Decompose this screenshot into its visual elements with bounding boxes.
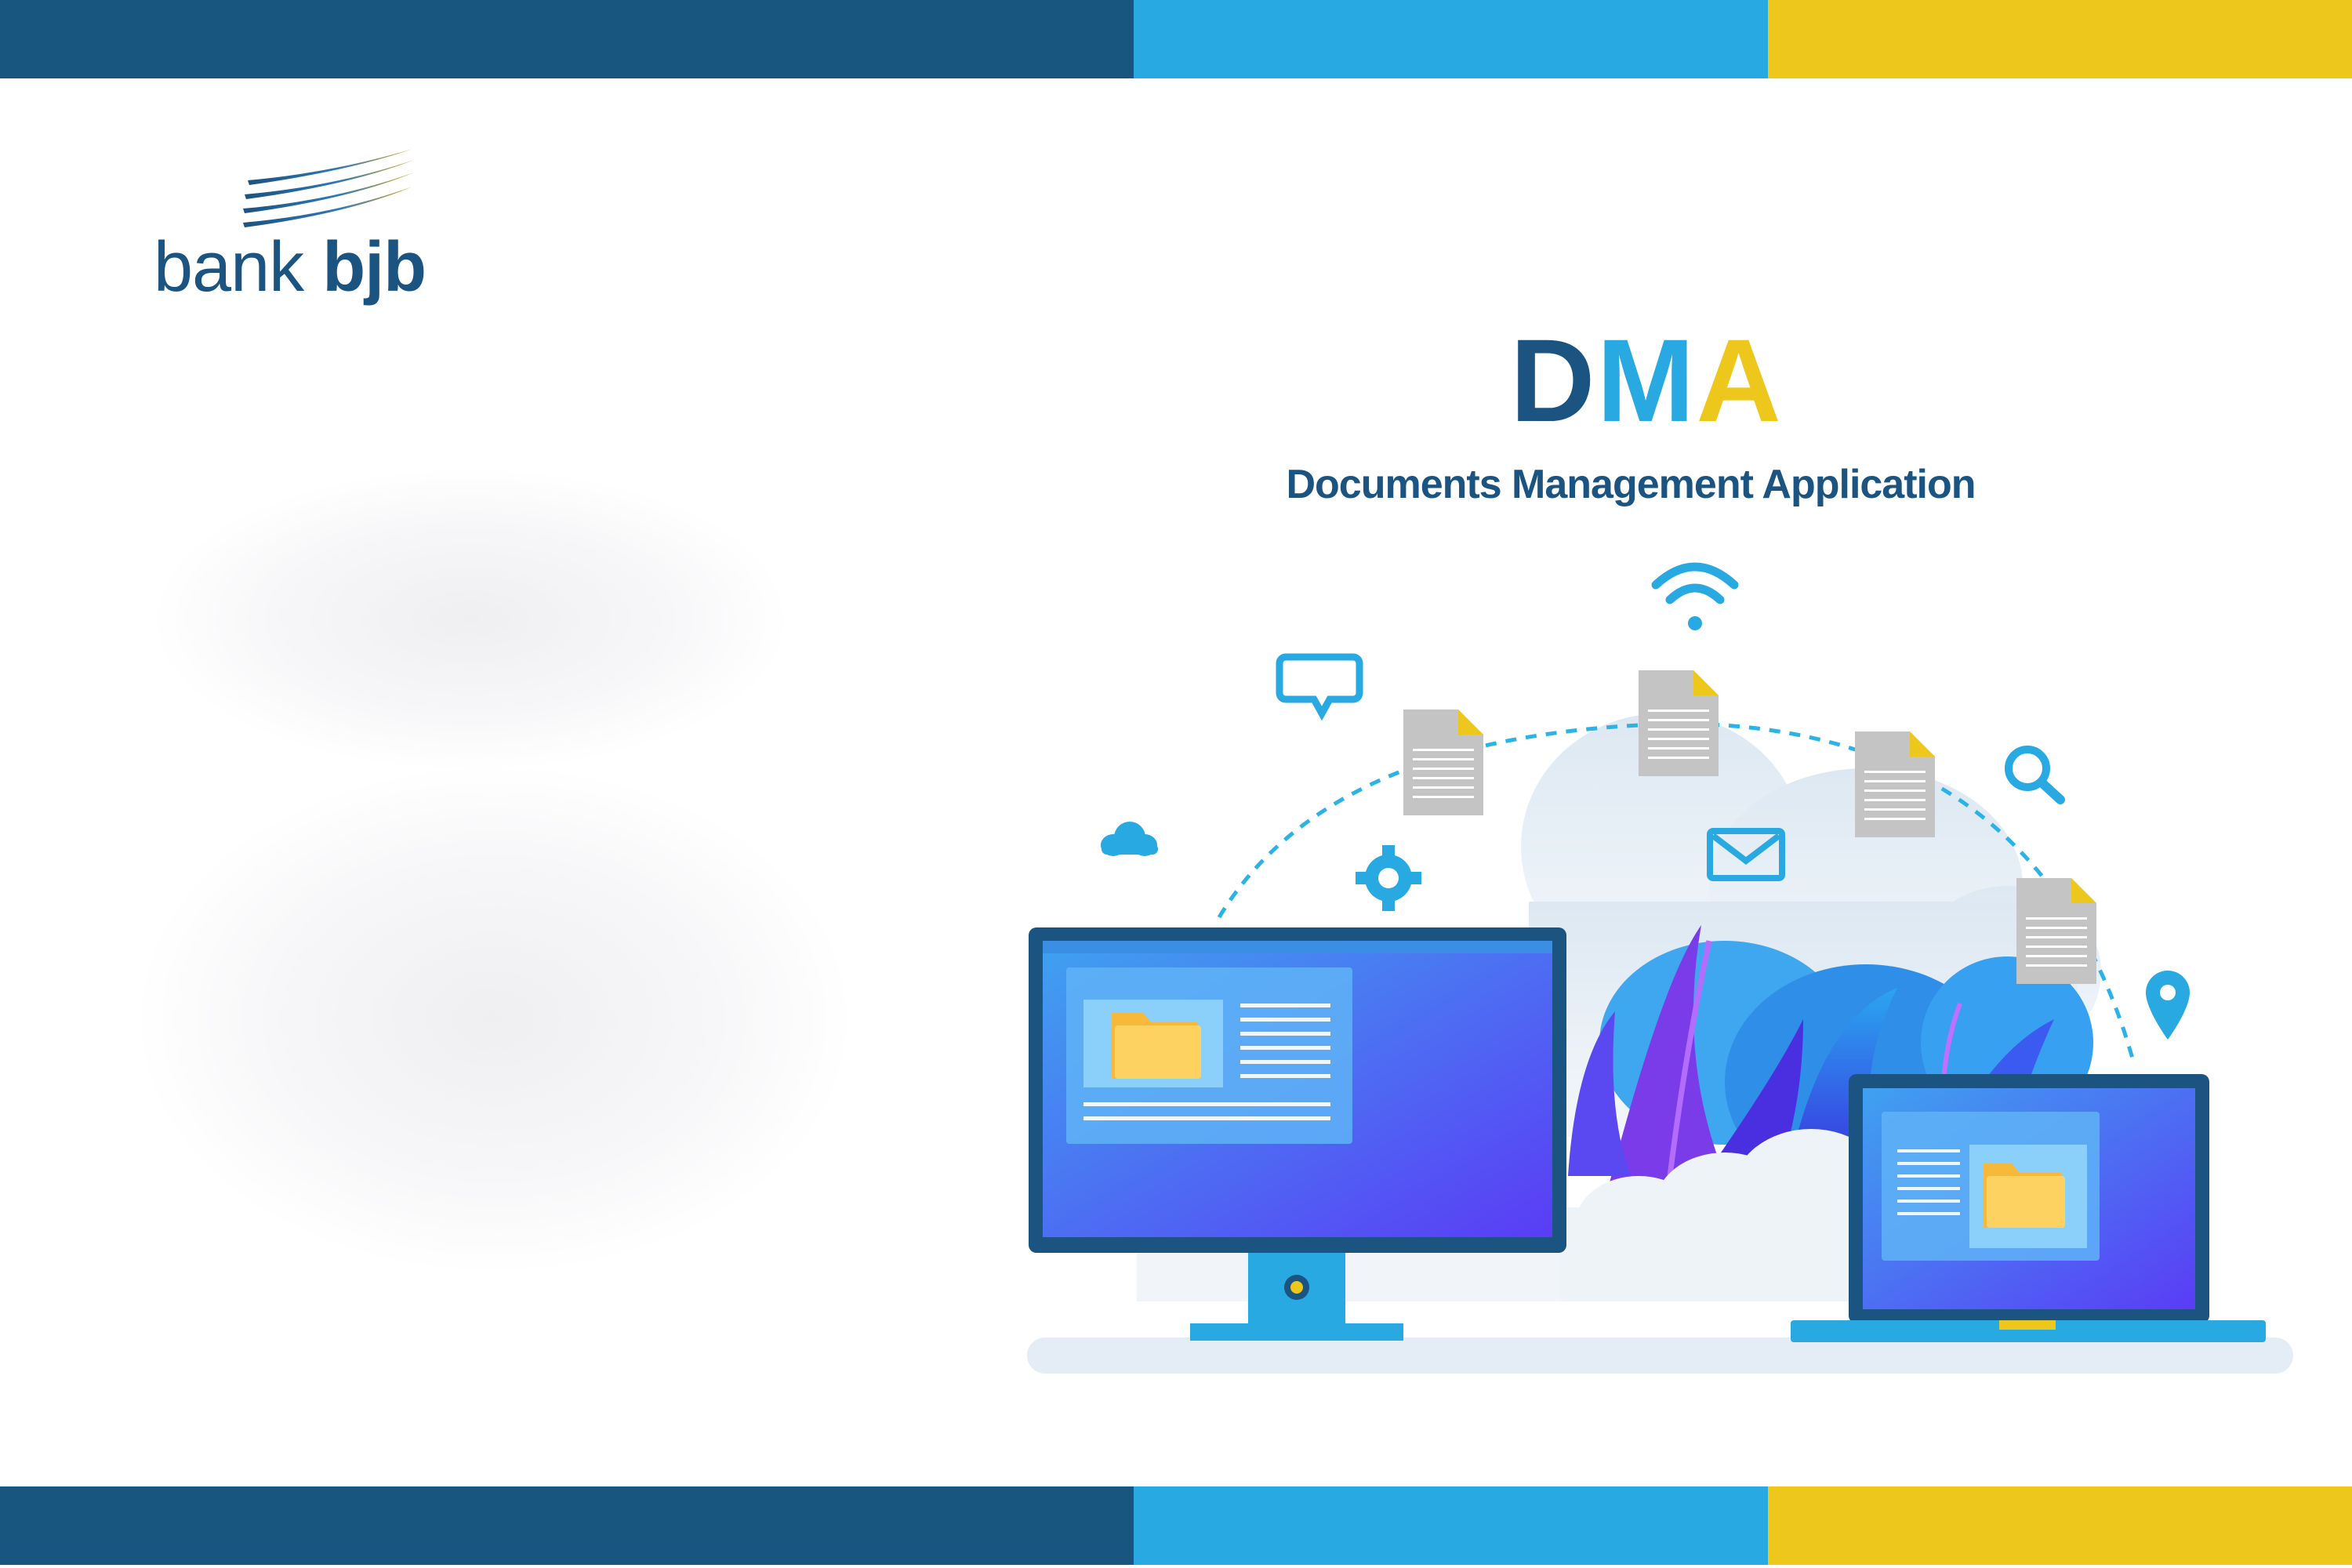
- top-color-stripe: [0, 0, 2352, 78]
- stripe-sky-bottom: [1134, 1486, 1768, 1565]
- background-haze-bottom: [141, 768, 847, 1270]
- background-haze-top: [157, 470, 784, 768]
- logo-swoosh-icon: [243, 149, 414, 227]
- document-icon: [1403, 710, 1483, 815]
- document-icon-center: [1639, 670, 1719, 776]
- document-icon-right: [1855, 731, 1935, 837]
- desktop-monitor: [1029, 927, 1566, 1341]
- page-subtitle: Documents Management Application: [1286, 462, 1976, 507]
- document-icon-far-right: [2016, 878, 2096, 984]
- cloud-devices-illustration: [1027, 562, 2293, 1374]
- logo-word-bank: bank: [154, 228, 304, 307]
- bank-bjb-logo: bank bjb: [154, 149, 467, 314]
- wifi-icon: [1651, 562, 1739, 630]
- title-letter-m: M: [1596, 314, 1697, 446]
- laptop-folder-icon: [1984, 1163, 2065, 1228]
- cloud-icon: [1101, 822, 1158, 856]
- search-icon: [2005, 746, 2065, 804]
- stripe-navy-bottom: [0, 1486, 1134, 1565]
- laptop: [1791, 1074, 2266, 1342]
- dma-title: DMA: [1411, 321, 1882, 439]
- stripe-gold: [1768, 0, 2352, 78]
- logo-wordmark: bank bjb: [154, 227, 426, 308]
- gear-icon: [1356, 845, 1421, 911]
- stripe-sky: [1134, 0, 1768, 78]
- title-letter-d: D: [1510, 314, 1597, 446]
- bottom-color-stripe: [0, 1486, 2352, 1565]
- title-letter-a: A: [1696, 314, 1783, 446]
- stripe-navy: [0, 0, 1134, 78]
- chat-icon: [1276, 653, 1363, 721]
- location-pin-icon: [2146, 971, 2190, 1040]
- logo-word-bjb: bjb: [322, 228, 426, 307]
- front-cloud: [1560, 1129, 1889, 1301]
- folder-icon: [1112, 1013, 1201, 1079]
- stripe-gold-bottom: [1768, 1486, 2352, 1565]
- mail-icon: [1707, 828, 1785, 881]
- floor-shadow: [1027, 1338, 2293, 1374]
